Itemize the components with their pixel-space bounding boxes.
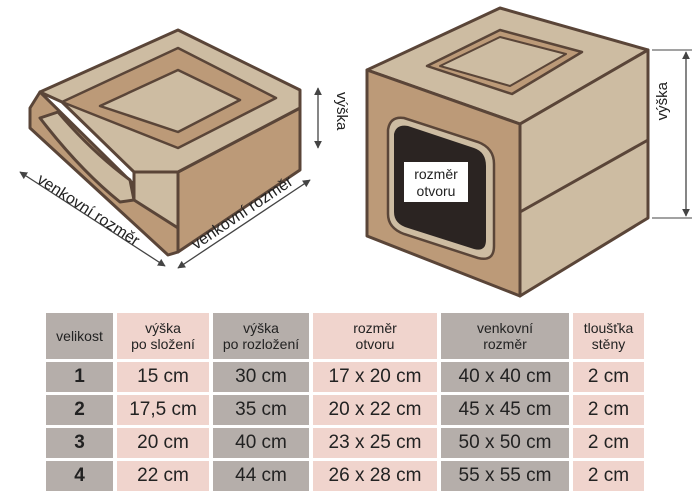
bed-height-label: výška — [333, 92, 350, 131]
cell-outer-size: 55 x 55 cm — [441, 461, 569, 491]
table-header-row: velikost výška po složení výška po rozlo… — [46, 313, 644, 359]
cell-size: 4 — [46, 461, 113, 491]
cell-size: 1 — [46, 362, 113, 392]
cell-outer-size: 45 x 45 cm — [441, 395, 569, 425]
table-row: 3 20 cm 40 cm 23 x 25 cm 50 x 50 cm 2 cm — [46, 428, 644, 458]
cube-dimension-lines — [652, 49, 692, 219]
size-table: velikost výška po složení výška po rozlo… — [42, 310, 648, 494]
cell-wall-thickness: 2 cm — [573, 428, 644, 458]
cell-opening-size: 20 x 22 cm — [313, 395, 437, 425]
bed-illustration — [28, 28, 302, 257]
cube-right-face — [518, 48, 650, 298]
product-illustration: venkovní rozměr venkovní rozměr výška ro… — [19, 6, 692, 298]
cube-fold-line — [519, 138, 649, 214]
cell-outer-size: 50 x 50 cm — [441, 428, 569, 458]
cube-top-panel-inner — [439, 36, 567, 87]
cell-unfolded-height: 30 cm — [213, 362, 309, 392]
cell-unfolded-height: 44 cm — [213, 461, 309, 491]
header-wall-thickness: tloušťka stěny — [573, 313, 644, 359]
cell-opening-size: 23 x 25 cm — [313, 428, 437, 458]
header-outer-size: venkovní rozměr — [441, 313, 569, 359]
cell-outer-size: 40 x 40 cm — [441, 362, 569, 392]
cube-height-label: výška — [654, 81, 671, 120]
header-unfolded-height: výška po rozložení — [213, 313, 309, 359]
cell-wall-thickness: 2 cm — [573, 395, 644, 425]
cell-folded-height: 20 cm — [117, 428, 209, 458]
opening-size-label-line2: otvoru — [417, 183, 456, 199]
bed-cushion-center — [98, 68, 242, 134]
cell-size: 3 — [46, 428, 113, 458]
table-row: 4 22 cm 44 cm 26 x 28 cm 55 x 55 cm 2 cm — [46, 461, 644, 491]
table-row: 2 17,5 cm 35 cm 20 x 22 cm 45 x 45 cm 2 … — [46, 395, 644, 425]
cube-illustration — [365, 6, 650, 298]
table-row: 1 15 cm 30 cm 17 x 20 cm 40 x 40 cm 2 cm — [46, 362, 644, 392]
cell-folded-height: 15 cm — [117, 362, 209, 392]
cell-wall-thickness: 2 cm — [573, 362, 644, 392]
header-folded-height: výška po složení — [117, 313, 209, 359]
header-opening-size: rozměr otvoru — [313, 313, 437, 359]
bed-dimension-lines — [19, 87, 322, 269]
cell-unfolded-height: 35 cm — [213, 395, 309, 425]
cell-folded-height: 22 cm — [117, 461, 209, 491]
cell-opening-size: 17 x 20 cm — [313, 362, 437, 392]
cell-wall-thickness: 2 cm — [573, 461, 644, 491]
cell-folded-height: 17,5 cm — [117, 395, 209, 425]
header-size: velikost — [46, 313, 113, 359]
cell-size: 2 — [46, 395, 113, 425]
opening-size-label-line1: rozměr — [414, 166, 458, 182]
opening-label-bg — [404, 162, 468, 202]
cell-opening-size: 26 x 28 cm — [313, 461, 437, 491]
cell-unfolded-height: 40 cm — [213, 428, 309, 458]
